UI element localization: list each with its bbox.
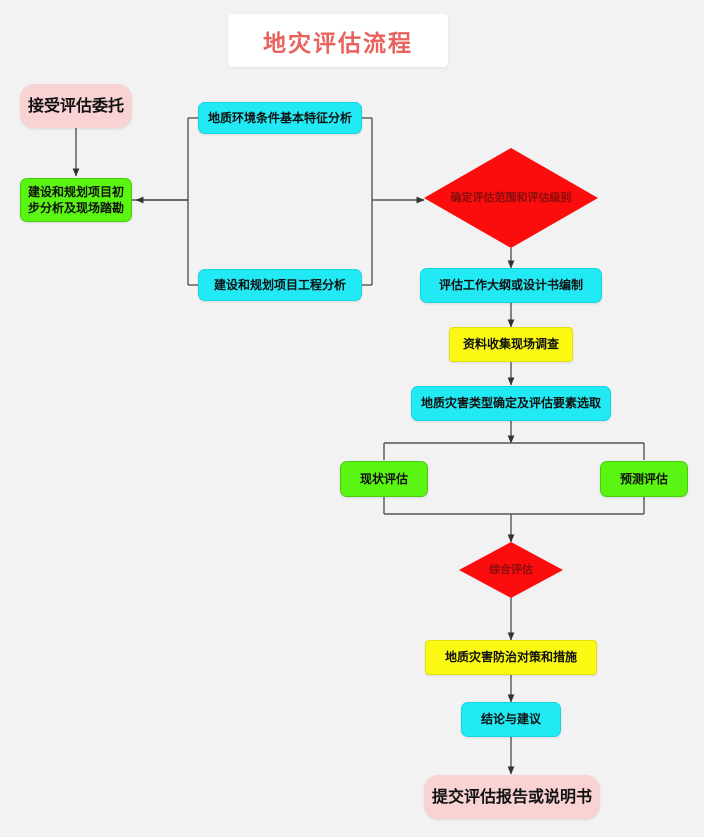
node-label: 建设和规划项目工程分析 xyxy=(213,277,346,292)
node-label: 地质灾害类型确定及评估要素选取 xyxy=(420,396,601,411)
page-title: 地灾评估流程 xyxy=(228,14,448,67)
node-label: 地质灾害防治对策和措施 xyxy=(444,650,577,665)
node-determine-scope-level[interactable]: 确定评估范围和评估级别 xyxy=(424,148,598,248)
node-geo-env-analysis[interactable]: 地质环境条件基本特征分析 xyxy=(198,102,362,134)
node-hazard-type-elements[interactable]: 地质灾害类型确定及评估要素选取 xyxy=(411,386,611,421)
node-label: 提交评估报告或说明书 xyxy=(431,787,592,807)
node-data-collection[interactable]: 资料收集现场调查 xyxy=(449,327,573,362)
node-project-engineering-analysis[interactable]: 建设和规划项目工程分析 xyxy=(198,269,362,301)
node-label: 评估工作大纲或设计书编制 xyxy=(438,278,583,293)
node-label: 综合评估 xyxy=(489,562,533,576)
node-accept-commission[interactable]: 接受评估委托 xyxy=(20,84,132,128)
node-label: 接受评估委托 xyxy=(27,96,124,116)
node-submit-report[interactable]: 提交评估报告或说明书 xyxy=(424,775,600,819)
node-outline-design[interactable]: 评估工作大纲或设计书编制 xyxy=(420,268,602,303)
node-label: 预测评估 xyxy=(619,471,668,486)
node-conclusion-suggestion[interactable]: 结论与建议 xyxy=(461,702,561,737)
node-label: 地质环境条件基本特征分析 xyxy=(207,110,352,125)
node-current-assessment[interactable]: 现状评估 xyxy=(340,461,428,497)
node-comprehensive-assessment[interactable]: 综合评估 xyxy=(459,542,563,598)
node-preliminary-analysis[interactable]: 建设和规划项目初步分析及现场踏勘 xyxy=(20,178,132,222)
node-label: 结论与建议 xyxy=(480,712,541,727)
node-label: 确定评估范围和评估级别 xyxy=(450,190,572,204)
node-forecast-assessment[interactable]: 预测评估 xyxy=(600,461,688,497)
node-label: 现状评估 xyxy=(359,471,408,486)
node-label: 建设和规划项目初步分析及现场踏勘 xyxy=(27,184,124,215)
node-prevention-measures[interactable]: 地质灾害防治对策和措施 xyxy=(425,640,597,675)
node-label: 资料收集现场调查 xyxy=(462,337,559,352)
